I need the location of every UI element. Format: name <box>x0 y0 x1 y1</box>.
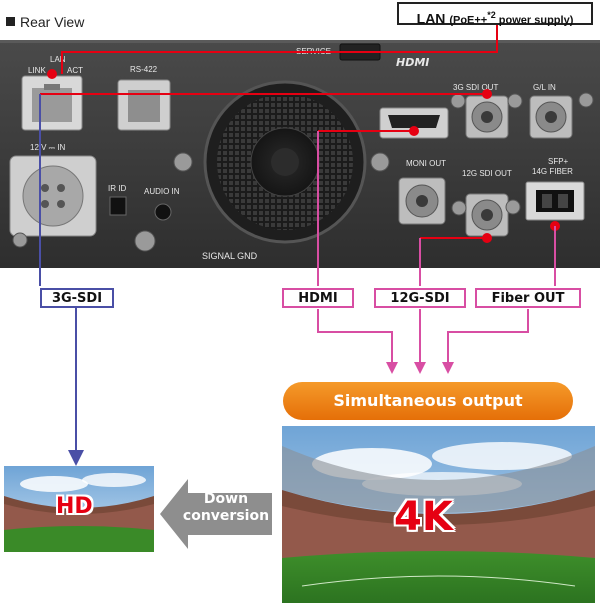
4k-stadium-illustration <box>282 426 595 603</box>
sfp-label-line2: 14G FIBER <box>532 167 573 176</box>
hd-stadium-illustration <box>4 466 154 552</box>
sfp-label-line1: SFP+ <box>548 157 569 166</box>
down-conversion-arrow: Down conversion <box>160 479 272 549</box>
sdi12g-out-label: 12G SDI OUT <box>462 169 512 178</box>
screw-icon <box>505 199 521 215</box>
moni-out-label: MONI OUT <box>406 159 446 168</box>
screw-icon <box>173 152 193 172</box>
field-line <box>301 575 576 587</box>
hdmi-output-label: HDMI <box>282 288 354 308</box>
hdmi-port-socket <box>388 115 440 128</box>
hd-stadium-image: HD <box>4 466 154 552</box>
sdi3g-connector-pin <box>481 111 493 123</box>
screw-icon <box>578 92 594 108</box>
v12-in-connector <box>22 165 84 227</box>
hdmi-to-pill <box>317 309 393 365</box>
lan-callout-detail-end: power supply) <box>495 14 574 27</box>
v12-pin-b <box>57 184 65 192</box>
moni-out-connector-pin <box>416 195 428 207</box>
fan-hub-cap <box>271 148 299 176</box>
hd-label: HD <box>56 494 93 519</box>
signal-gnd-label: SIGNAL GND <box>202 251 258 261</box>
down-conversion-line2: conversion <box>182 508 270 524</box>
down-conversion-line1: Down <box>203 491 249 507</box>
arrowhead-1 <box>386 362 398 374</box>
fiber-output-label: Fiber OUT <box>475 288 581 308</box>
sdi12g-output-label: 12G-SDI <box>374 288 466 308</box>
ir-id-label: IR ID <box>108 184 126 193</box>
left-arrow-icon <box>160 479 272 549</box>
cloud <box>20 476 88 492</box>
sfp-slot-b <box>558 194 568 208</box>
gl-in-label: G/L IN <box>533 83 556 92</box>
lan-line <box>61 25 498 74</box>
audio-in-jack <box>154 203 172 221</box>
hdmi-dot <box>409 126 419 136</box>
screw-icon <box>507 93 523 109</box>
simultaneous-output-banner: Simultaneous output <box>283 382 573 420</box>
rear-view-title: Rear View <box>6 14 84 30</box>
hdmi-logo: HDMI <box>396 56 429 69</box>
stands-crowd <box>4 504 154 530</box>
stands-crowd <box>282 506 595 558</box>
down-conversion-text: Down conversion <box>180 491 272 525</box>
gl-in-connector-pin <box>545 111 557 123</box>
4k-stadium-image: 4K <box>282 426 595 603</box>
ir-id-switch <box>109 196 127 216</box>
cloud <box>82 473 146 487</box>
field <box>4 526 154 552</box>
screws <box>12 92 594 252</box>
rs422-label: RS-422 <box>130 65 158 74</box>
screw-icon <box>12 232 28 248</box>
sdi12g-connector-pin <box>481 209 493 221</box>
lan-dot <box>47 69 57 79</box>
audio-in-label: AUDIO IN <box>144 187 180 196</box>
arrowhead-3 <box>442 362 454 374</box>
v12-in-label: 12 V ⎓ IN <box>30 143 66 152</box>
stadium-roof <box>282 446 595 513</box>
lan-callout: LAN (PoE++*2 power supply) <box>397 2 593 27</box>
rs422-socket <box>128 90 160 122</box>
screw-icon <box>370 152 390 172</box>
rear-panel: SERVICE HDMI LAN LINK ACT RS-422 3G SDI … <box>0 40 600 268</box>
field <box>282 551 595 603</box>
rear-view-text: Rear View <box>20 14 85 30</box>
lan-callout-footnote: *2 <box>487 10 496 20</box>
cloud <box>432 442 572 470</box>
panel-top-edge <box>0 40 600 43</box>
sdi12g-dot <box>482 233 492 243</box>
sfp-slot-a <box>542 194 552 208</box>
screw-icon <box>134 230 156 252</box>
sdi3g-output-label: 3G-SDI <box>40 288 114 308</box>
title-square-icon <box>6 17 15 26</box>
lan-port-label: LAN <box>50 55 66 64</box>
lan-callout-main: LAN <box>416 10 446 27</box>
sdi3g-dot <box>482 89 492 99</box>
screw-icon <box>451 200 467 216</box>
lan-callout-detail: (PoE++ <box>449 14 488 27</box>
arrowhead-2 <box>414 362 426 374</box>
v12-pin-c <box>41 200 49 208</box>
act-label: ACT <box>67 66 83 75</box>
v12-pin-a <box>41 184 49 192</box>
link-label: LINK <box>28 66 46 75</box>
sdi3g-out-label: 3G SDI OUT <box>453 83 498 92</box>
lan-port-clip <box>44 84 60 90</box>
4k-label: 4K <box>394 494 453 540</box>
v12-pin-d <box>57 200 65 208</box>
fiber-to-pill <box>447 309 529 365</box>
